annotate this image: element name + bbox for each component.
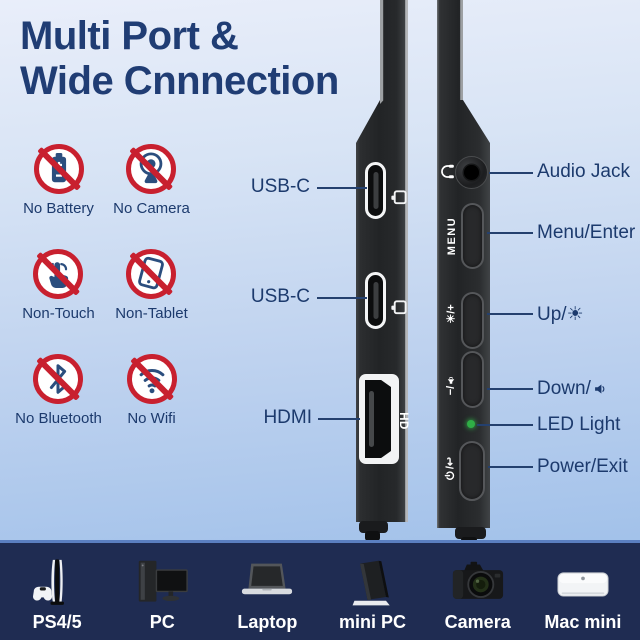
device-label: Laptop bbox=[237, 612, 298, 632]
menu-marking: MENU bbox=[446, 216, 458, 256]
external-display-icon bbox=[391, 300, 407, 315]
prohibition-grid: No Battery No Camera bbox=[12, 144, 198, 459]
device-bar: PS4/5 PC Laptop bbox=[0, 540, 640, 640]
leader-line bbox=[487, 388, 533, 390]
usb-c-port-2 bbox=[365, 272, 386, 329]
device-camera: Camera bbox=[430, 558, 526, 633]
pc-tower-icon bbox=[139, 560, 189, 602]
audio-jack-label: Audio Jack bbox=[537, 161, 630, 182]
non-tablet-icon bbox=[126, 249, 177, 299]
ps5-icon bbox=[33, 559, 65, 605]
headphone-icon bbox=[441, 164, 454, 179]
usb-c-1-label: USB-C bbox=[250, 176, 310, 197]
menu-enter-label: Menu/Enter bbox=[537, 222, 636, 243]
prohibition-no-camera: No Camera bbox=[113, 144, 190, 249]
down-marking: −/ bbox=[445, 375, 457, 395]
leader-line bbox=[477, 424, 533, 426]
hdmi-hd-marking: HD bbox=[397, 412, 409, 430]
speaker-icon bbox=[594, 384, 605, 394]
down-marking-text: −/ bbox=[445, 385, 457, 396]
device-label: mini PC bbox=[339, 612, 407, 632]
device-label: Mac mini bbox=[544, 612, 622, 632]
down-label-text: Down/ bbox=[537, 378, 591, 399]
down-label: Down/ bbox=[537, 378, 607, 400]
leader-line bbox=[318, 418, 360, 420]
usb-c-2-label: USB-C bbox=[250, 286, 310, 307]
title-line-2: Wide Cnnnection bbox=[20, 59, 339, 104]
down-button bbox=[461, 351, 484, 408]
led-light-label: LED Light bbox=[537, 414, 621, 435]
up-button bbox=[461, 292, 484, 349]
led-light bbox=[467, 420, 475, 428]
leader-line bbox=[488, 466, 533, 468]
device-mac-mini: Mac mini bbox=[535, 558, 631, 633]
prohibition-non-tablet: Non-Tablet bbox=[115, 249, 188, 354]
prohibition-label: No Wifi bbox=[127, 410, 176, 427]
power-icon bbox=[444, 471, 455, 480]
camera-icon bbox=[452, 561, 503, 599]
device-label: PS4/5 bbox=[32, 612, 82, 632]
device-pc: PC bbox=[114, 558, 210, 633]
hdmi-port bbox=[359, 374, 399, 464]
leader-line bbox=[317, 187, 367, 189]
title-line-1: Multi Port & bbox=[20, 14, 239, 58]
device-label: PC bbox=[149, 612, 175, 632]
up-marking: ☀/+ bbox=[445, 304, 458, 324]
prohibition-label: No Bluetooth bbox=[15, 410, 102, 427]
external-display-icon bbox=[391, 190, 407, 205]
usb-c-port-1 bbox=[365, 162, 386, 219]
prohibition-label: No Battery bbox=[23, 200, 94, 217]
leader-line bbox=[487, 313, 533, 315]
prohibition-non-touch: Non-Touch bbox=[22, 249, 95, 354]
hdmi-port-hole bbox=[365, 380, 391, 458]
hdmi-label: HDMI bbox=[263, 407, 312, 428]
prohibition-no-wifi: No Wifi bbox=[126, 354, 177, 459]
device-laptop: Laptop bbox=[219, 558, 315, 633]
leader-line bbox=[317, 297, 367, 299]
power-exit-label: Power/Exit bbox=[537, 456, 628, 477]
power-marking: /↩ bbox=[444, 457, 457, 481]
audio-jack-port bbox=[455, 156, 488, 189]
leader-line bbox=[487, 232, 533, 234]
power-marking-text: /↩ bbox=[444, 456, 457, 470]
prohibition-no-bluetooth: No Bluetooth bbox=[15, 354, 102, 459]
page-title: Multi Port & Wide Cnnnection bbox=[20, 14, 339, 104]
prohibition-label: Non-Touch bbox=[22, 305, 95, 322]
device-mini-pc: mini PC bbox=[325, 558, 421, 633]
up-label: Up/☀ bbox=[537, 304, 584, 325]
non-touch-icon bbox=[33, 249, 84, 299]
mac-mini-icon bbox=[557, 572, 609, 597]
prohibition-label: No Camera bbox=[113, 200, 190, 217]
no-camera-icon bbox=[126, 144, 177, 194]
laptop-icon bbox=[242, 563, 293, 595]
no-bluetooth-icon bbox=[33, 354, 84, 404]
power-button bbox=[459, 441, 485, 501]
menu-button bbox=[461, 203, 484, 269]
prohibition-label: Non-Tablet bbox=[115, 305, 188, 322]
device-ps45: PS4/5 bbox=[9, 558, 105, 633]
device-label: Camera bbox=[444, 612, 511, 632]
mini-pc-icon bbox=[352, 560, 390, 606]
leader-line bbox=[489, 172, 533, 174]
speaker-icon bbox=[447, 376, 455, 384]
no-battery-icon bbox=[33, 144, 84, 194]
no-wifi-icon bbox=[126, 354, 177, 404]
prohibition-no-battery: No Battery bbox=[23, 144, 94, 249]
